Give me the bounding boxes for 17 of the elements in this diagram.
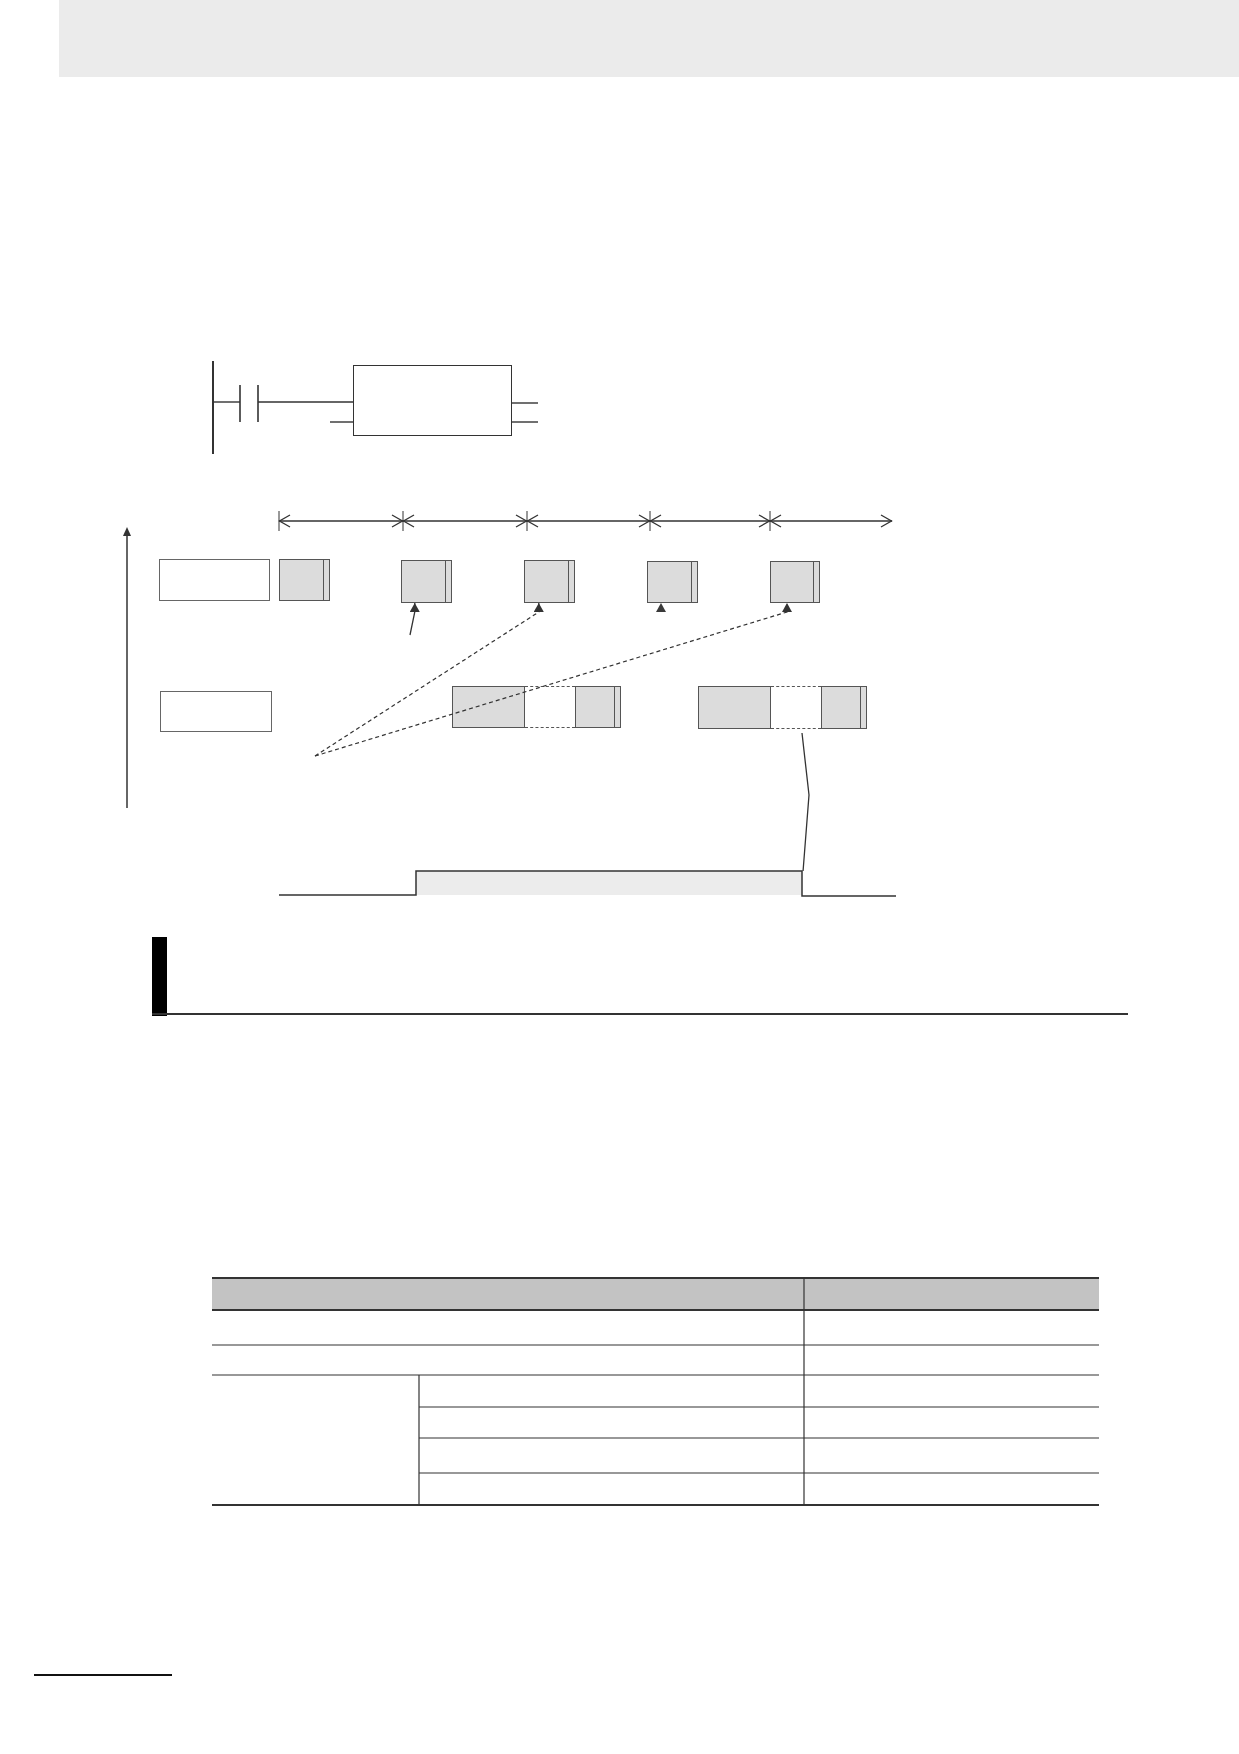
task-block [647,561,698,603]
pulse-waveform [279,869,897,898]
task-block [279,559,330,601]
function-block-box [353,365,512,436]
leader-line [801,732,810,872]
task-block [821,686,867,729]
leader-arrow [314,602,792,757]
task-block [770,561,820,603]
leader-arrow [314,602,544,757]
row-label-box [159,559,270,601]
task-block [575,686,621,728]
task-block [524,560,575,603]
task-block [401,560,452,603]
leader-arrow [409,602,420,636]
task-block [452,686,525,728]
task-block [698,686,771,729]
row-label-box [160,691,272,732]
